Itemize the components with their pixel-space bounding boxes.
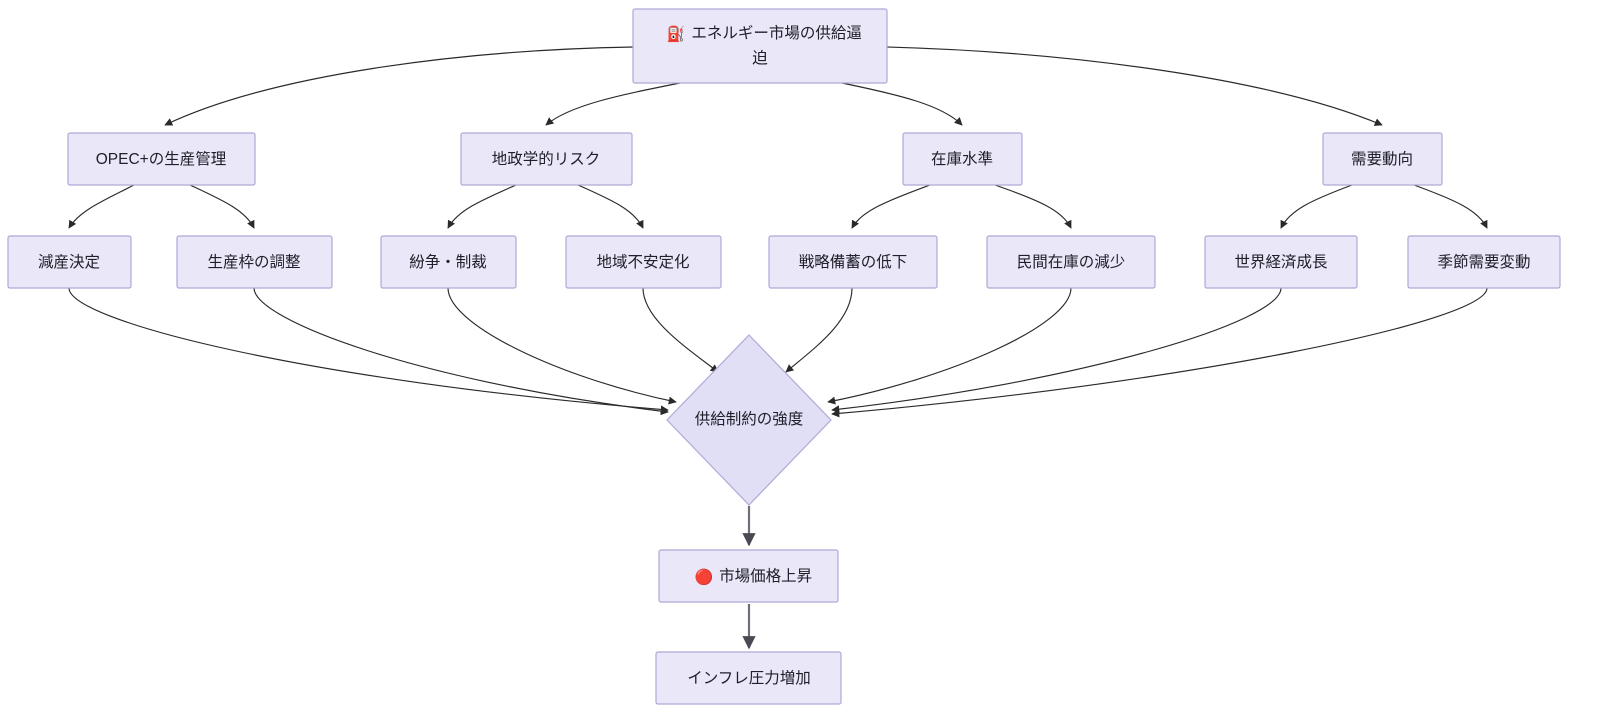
node-conflict[interactable]: 紛争・制裁 [380,235,517,289]
edge-root-demand [886,46,1383,126]
node-cut[interactable]: 減産決定 [7,235,132,289]
edge-group-root-to-level2 [164,46,1383,126]
edge-group-leaves-to-constraint [68,287,1488,418]
node-instability-box[interactable] [565,235,722,289]
node-demand[interactable]: 需要動向 [1322,132,1443,186]
edge-cut-constraint [68,287,669,414]
node-price-box[interactable] [658,549,839,603]
edge-root-geo [545,82,681,126]
node-seasonal[interactable]: 季節需要変動 [1407,235,1561,289]
node-opec-label: OPEC+の生産管理 [96,150,226,168]
node-root-label-line2: 迫 [752,49,768,67]
node-geo-box[interactable] [460,132,633,186]
node-geo[interactable]: 地政学的リスク [460,132,633,186]
node-quota-box[interactable] [176,235,333,289]
node-conflict-label: 紛争・制裁 [409,253,487,271]
node-inflation-box[interactable] [655,651,842,705]
edge-quota-constraint [253,287,669,416]
edge-conflict-constraint [447,287,677,405]
node-constraint-diamond[interactable] [666,334,832,506]
node-quota[interactable]: 生産枠の調整 [176,235,333,289]
node-demand-box[interactable] [1322,132,1443,186]
node-growth-box[interactable] [1204,235,1358,289]
edge-geo-instability [577,184,644,229]
edge-growth-constraint [831,287,1282,414]
node-cut-box[interactable] [7,235,132,289]
node-instability-label: 地域不安定化 [596,253,689,271]
red-circle-icon: 🔴 [694,568,713,586]
node-stock-box[interactable] [902,132,1023,186]
node-demand-label: 需要動向 [1351,150,1413,168]
node-stock[interactable]: 在庫水準 [902,132,1023,186]
edge-group-level2-to-leaves [68,184,1488,229]
node-price-label: 🔴市場価格上昇 [656,567,843,585]
node-opec[interactable]: OPEC+の生産管理 [67,132,256,186]
edge-demand-seasonal [1413,184,1488,229]
node-root[interactable]: ⛽エネルギー市場の供給逼 迫 [628,8,892,84]
node-inflation-label: インフレ圧力増加 [687,669,811,687]
edge-reserve-constraint [785,287,853,373]
node-stock-label: 在庫水準 [931,150,993,168]
node-growth[interactable]: 世界経済成長 [1204,235,1358,289]
node-constraint-label: 供給制約の強度 [695,410,804,428]
node-instability[interactable]: 地域不安定化 [565,235,722,289]
node-constraint[interactable]: 供給制約の強度 [666,334,832,506]
edge-root-stock [841,82,963,126]
node-price[interactable]: 🔴市場価格上昇 [656,549,843,603]
node-cut-label: 減産決定 [38,253,100,271]
node-root-label-line1: ⛽エネルギー市場の供給逼 [628,24,892,42]
node-private-label: 民間在庫の減少 [1017,253,1126,271]
node-quota-label: 生産枠の調整 [207,253,300,271]
node-conflict-box[interactable] [380,235,517,289]
node-private-box[interactable] [986,235,1156,289]
edge-root-opec [164,46,634,126]
node-growth-label: 世界経済成長 [1234,253,1328,271]
edge-opec-quota [189,184,255,229]
edge-seasonal-constraint [831,287,1488,418]
node-private[interactable]: 民間在庫の減少 [986,235,1156,289]
edge-demand-growth [1280,184,1353,229]
fuel-pump-icon: ⛽ [667,25,686,43]
edge-stock-reserve [851,184,931,229]
edge-instability-constraint [642,287,719,373]
edge-geo-conflict [447,184,517,229]
edge-private-constraint [827,287,1072,405]
node-reserve-label: 戦略備蓄の低下 [799,253,908,271]
edge-opec-cut [68,184,135,229]
node-seasonal-label: 季節需要変動 [1437,253,1530,271]
node-geo-label: 地政学的リスク [492,150,601,168]
edge-stock-private [994,184,1072,229]
node-reserve-box[interactable] [768,235,938,289]
node-root-box[interactable] [632,8,888,84]
node-opec-box[interactable] [67,132,256,186]
node-inflation[interactable]: インフレ圧力増加 [655,651,842,705]
node-reserve[interactable]: 戦略備蓄の低下 [768,235,938,289]
node-seasonal-box[interactable] [1407,235,1561,289]
